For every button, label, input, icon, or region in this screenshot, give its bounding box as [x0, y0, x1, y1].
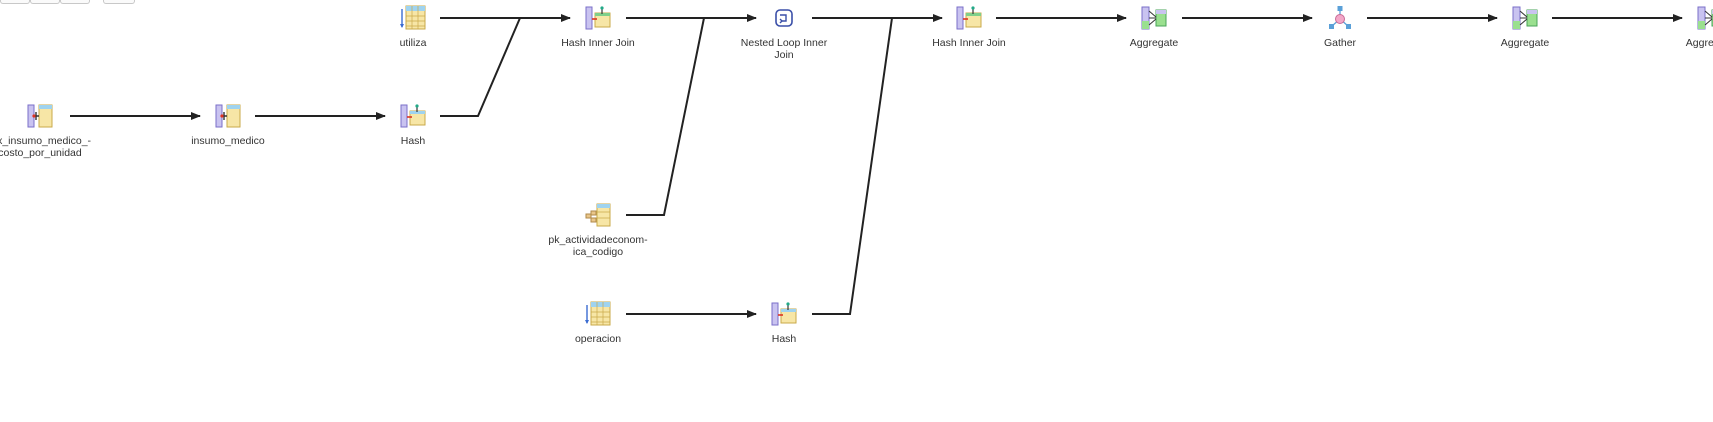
- node-label: Aggregate: [1129, 37, 1179, 49]
- hash-icon: [771, 302, 797, 326]
- index-scan-icon: [27, 104, 53, 128]
- plan-node-hash-1[interactable]: Hash: [351, 103, 475, 147]
- toolbar-button[interactable]: [30, 0, 60, 4]
- plan-node-aggregate-3[interactable]: Aggregate: [1648, 5, 1713, 49]
- node-label: Hash Inner Join: [932, 37, 1006, 49]
- index-only-scan-icon: [585, 203, 611, 227]
- table-scan-icon: [585, 301, 611, 326]
- node-label: pk_actividadeconom- ica_codigo: [548, 234, 648, 258]
- plan-node-hash-inner-join-1[interactable]: Hash Inner Join: [536, 5, 660, 49]
- aggregate-icon: [1697, 6, 1713, 30]
- hash-join-icon: [956, 6, 982, 30]
- toolbar-button[interactable]: [103, 0, 135, 4]
- node-label: Aggregate: [1685, 37, 1713, 49]
- node-label: Hash: [771, 333, 797, 345]
- plan-node-pk-actividad[interactable]: pk_actividadeconom- ica_codigo: [536, 202, 660, 258]
- plan-node-gather[interactable]: Gather: [1278, 5, 1402, 49]
- nested-loop-icon: [775, 9, 793, 27]
- plan-node-aggregate-1[interactable]: Aggregate: [1092, 5, 1216, 49]
- node-label: insumo_medico: [191, 135, 265, 147]
- node-label: Gather: [1323, 37, 1357, 49]
- edge-pk-to-nestedloop: [626, 17, 705, 216]
- plan-node-hash-2[interactable]: Hash: [722, 301, 846, 345]
- toolbar-button[interactable]: [0, 0, 30, 4]
- node-label: Hash: [400, 135, 426, 147]
- plan-node-idx-costo[interactable]: idx_insumo_medico_- costo_por_unidad: [0, 103, 102, 159]
- node-label: utiliza: [399, 37, 427, 49]
- aggregate-icon: [1141, 6, 1167, 30]
- node-label: Aggregate: [1500, 37, 1550, 49]
- plan-node-aggregate-2[interactable]: Aggregate: [1463, 5, 1587, 49]
- node-label: operacion: [574, 333, 622, 345]
- hash-join-icon: [585, 6, 611, 30]
- node-label: idx_insumo_medico_- costo_por_unidad: [0, 135, 92, 159]
- aggregate-icon: [1512, 6, 1538, 30]
- toolbar-button[interactable]: [60, 0, 90, 4]
- index-scan-icon: [215, 104, 241, 128]
- plan-node-operacion[interactable]: operacion: [536, 301, 660, 345]
- node-label: Hash Inner Join: [561, 37, 635, 49]
- edge-hash1-to-hashjoin1: [440, 17, 521, 117]
- hash-icon: [400, 104, 426, 128]
- table-scan-icon: [400, 5, 426, 30]
- plan-node-nested-loop[interactable]: Nested Loop Inner Join: [722, 5, 846, 61]
- edge-hash2-to-hashjoin2: [812, 17, 893, 315]
- node-label: Nested Loop Inner Join: [740, 37, 828, 61]
- gather-icon: [1329, 6, 1351, 29]
- plan-node-utiliza[interactable]: utiliza: [351, 5, 475, 49]
- plan-node-hash-inner-join-2[interactable]: Hash Inner Join: [907, 5, 1031, 49]
- plan-node-insumo-medico[interactable]: insumo_medico: [166, 103, 290, 147]
